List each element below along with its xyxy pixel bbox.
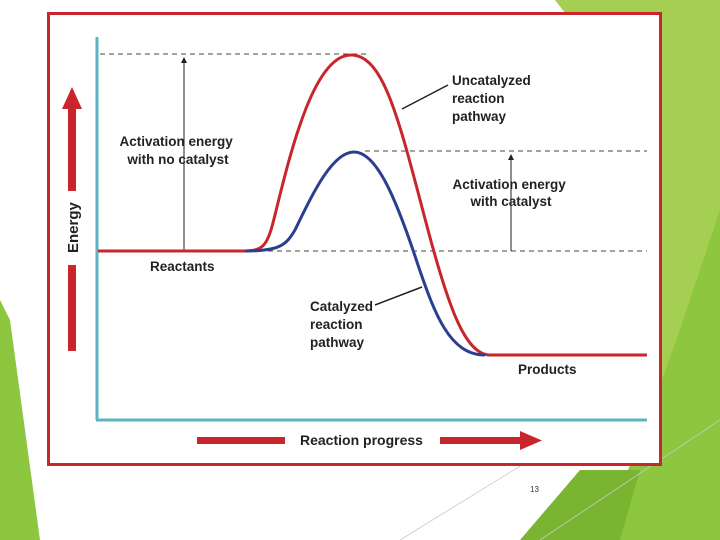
thin-guide-line-2	[539, 419, 720, 540]
reaction-progress-arrow-head	[520, 431, 542, 450]
products-label: Products	[518, 362, 577, 377]
uncatalyzed-reaction-curve	[98, 53, 647, 357]
energy-arrow-shaft-lower	[68, 265, 76, 351]
reactants-label: Reactants	[150, 259, 215, 274]
uncatalyzed-callout-line	[401, 84, 449, 110]
green-shard-left	[0, 300, 40, 540]
activation-energy-no-catalyst-label: Activation energy with no catalyst	[119, 134, 236, 167]
reaction-progress-arrow-shaft-right	[440, 437, 522, 444]
green-shard-right-lower	[600, 210, 720, 540]
catalyzed-callout-line	[374, 286, 423, 306]
catalyzed-pathway-label: Catalyzed reaction pathway	[310, 299, 377, 350]
thin-guide-line	[399, 459, 531, 540]
figure-frame: Energy Reaction progress Uncatalyzed rea…	[47, 12, 662, 466]
energy-diagram: Energy Reaction progress Uncatalyzed rea…	[62, 37, 647, 450]
energy-arrow-head	[62, 87, 82, 109]
activation-energy-with-catalyst-label: Activation energy with catalyst	[452, 177, 569, 209]
uncatalyzed-pathway-label: Uncatalyzed reaction pathway	[452, 73, 535, 124]
reaction-progress-arrow-shaft-left	[197, 437, 285, 444]
green-shard-bottom	[520, 470, 640, 540]
catalyzed-reaction-curve	[244, 150, 486, 357]
energy-arrow-shaft-upper	[68, 107, 76, 191]
energy-axis-label: Energy	[65, 201, 82, 253]
slide-page-number: 13	[530, 485, 539, 494]
reaction-progress-label: Reaction progress	[300, 432, 423, 448]
